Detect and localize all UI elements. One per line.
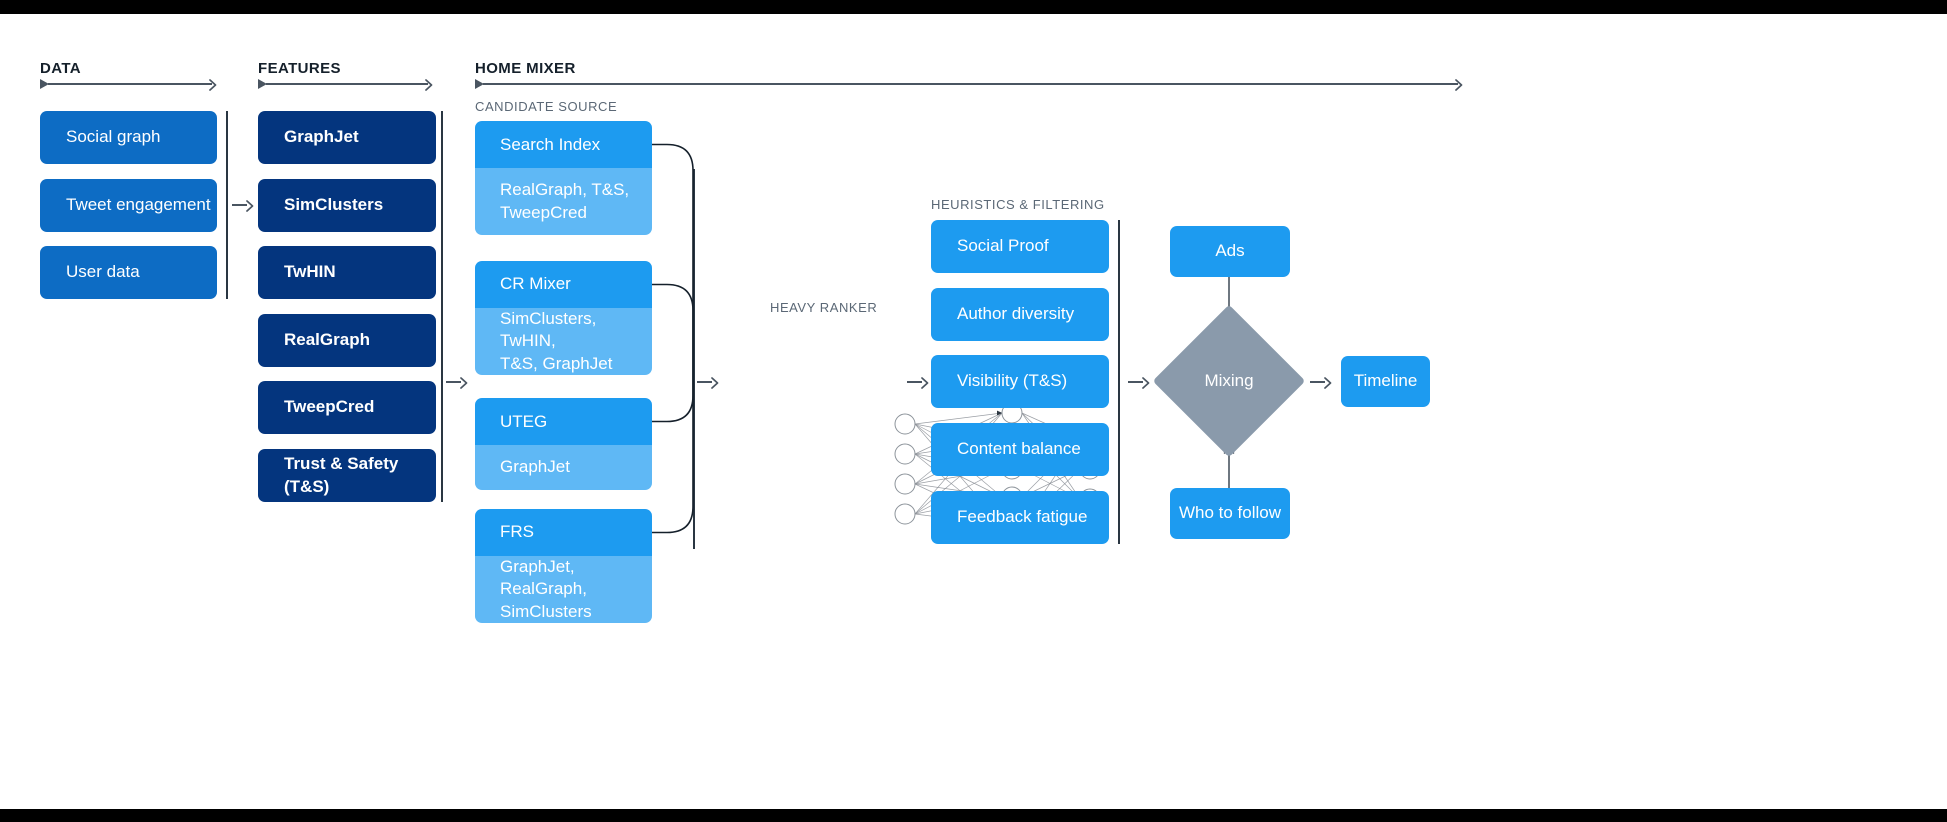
heuristic-box-visibility-t-s[interactable]: Visibility (T&S) <box>931 355 1109 408</box>
candidate-source-features-cr-mixer: SimClusters, TwHIN, T&S, GraphJet <box>475 307 652 375</box>
section-arrow-data <box>40 78 220 91</box>
feature-box-simclusters[interactable]: SimClusters <box>258 179 436 232</box>
arrow-data-to-features <box>232 199 254 212</box>
features-divider <box>441 111 443 502</box>
candidate-source-name-cr-mixer: CR Mixer <box>475 261 652 308</box>
section-arrow-home-mixer <box>475 78 1466 91</box>
heuristic-box-content-balance[interactable]: Content balance <box>931 423 1109 476</box>
arrow-heuristics-to-mixing <box>1128 376 1150 389</box>
heuristics-divider <box>1118 220 1120 544</box>
feature-box-realgraph[interactable]: RealGraph <box>258 314 436 367</box>
heuristic-box-author-diversity[interactable]: Author diversity <box>931 288 1109 341</box>
data-box-tweet-engagement[interactable]: Tweet engagement <box>40 179 217 232</box>
heuristic-box-social-proof[interactable]: Social Proof <box>931 220 1109 273</box>
feature-box-tweepcred[interactable]: TweepCred <box>258 381 436 434</box>
candidate-divider <box>693 169 695 549</box>
section-title-data: DATA <box>40 60 82 77</box>
arrow-mixing-to-timeline <box>1310 376 1332 389</box>
candidate-source-features-frs: GraphJet, RealGraph, SimClusters <box>475 555 652 623</box>
who-to-follow-box[interactable]: Who to follow <box>1170 488 1290 539</box>
column-label-candidate-source: CANDIDATE SOURCE <box>475 99 618 114</box>
arrow-candidate-to-heavy-ranker <box>697 376 719 389</box>
ads-box[interactable]: Ads <box>1170 226 1290 277</box>
mixing-label: Mixing <box>1204 371 1254 390</box>
diagram-canvas: DATA FEATURES HOME MIXER CANDIDATE SOURCE H… <box>0 14 1947 809</box>
candidate-source-name-uteg: UTEG <box>475 398 652 445</box>
heuristic-box-feedback-fatigue[interactable]: Feedback fatigue <box>931 491 1109 544</box>
arrow-heavy-ranker-to-heuristics <box>907 376 929 389</box>
feature-box-graphjet[interactable]: GraphJet <box>258 111 436 164</box>
timeline-box[interactable]: Timeline <box>1341 356 1430 407</box>
section-title-features: FEATURES <box>258 60 341 77</box>
section-arrow-features <box>258 78 436 91</box>
data-divider <box>226 111 228 299</box>
column-label-heuristics-filtering: HEURISTICS & FILTERING <box>931 197 1105 212</box>
column-label-heavy-ranker: HEAVY RANKER <box>770 300 878 315</box>
data-box-social-graph[interactable]: Social graph <box>40 111 217 164</box>
candidate-source-name-frs: FRS <box>475 509 652 556</box>
section-title-home-mixer: HOME MIXER <box>475 60 576 77</box>
feature-box-twhin[interactable]: TwHIN <box>258 246 436 299</box>
candidate-source-name-search-index: Search Index <box>475 121 652 168</box>
feature-box-trust-safety-t-s[interactable]: Trust & Safety (T&S) <box>258 449 436 502</box>
candidate-source-features-search-index: RealGraph, T&S, TweepCred <box>475 168 652 235</box>
data-box-user-data[interactable]: User data <box>40 246 217 299</box>
candidate-source-features-uteg: GraphJet <box>475 445 652 490</box>
arrow-features-to-candidate <box>446 376 468 389</box>
